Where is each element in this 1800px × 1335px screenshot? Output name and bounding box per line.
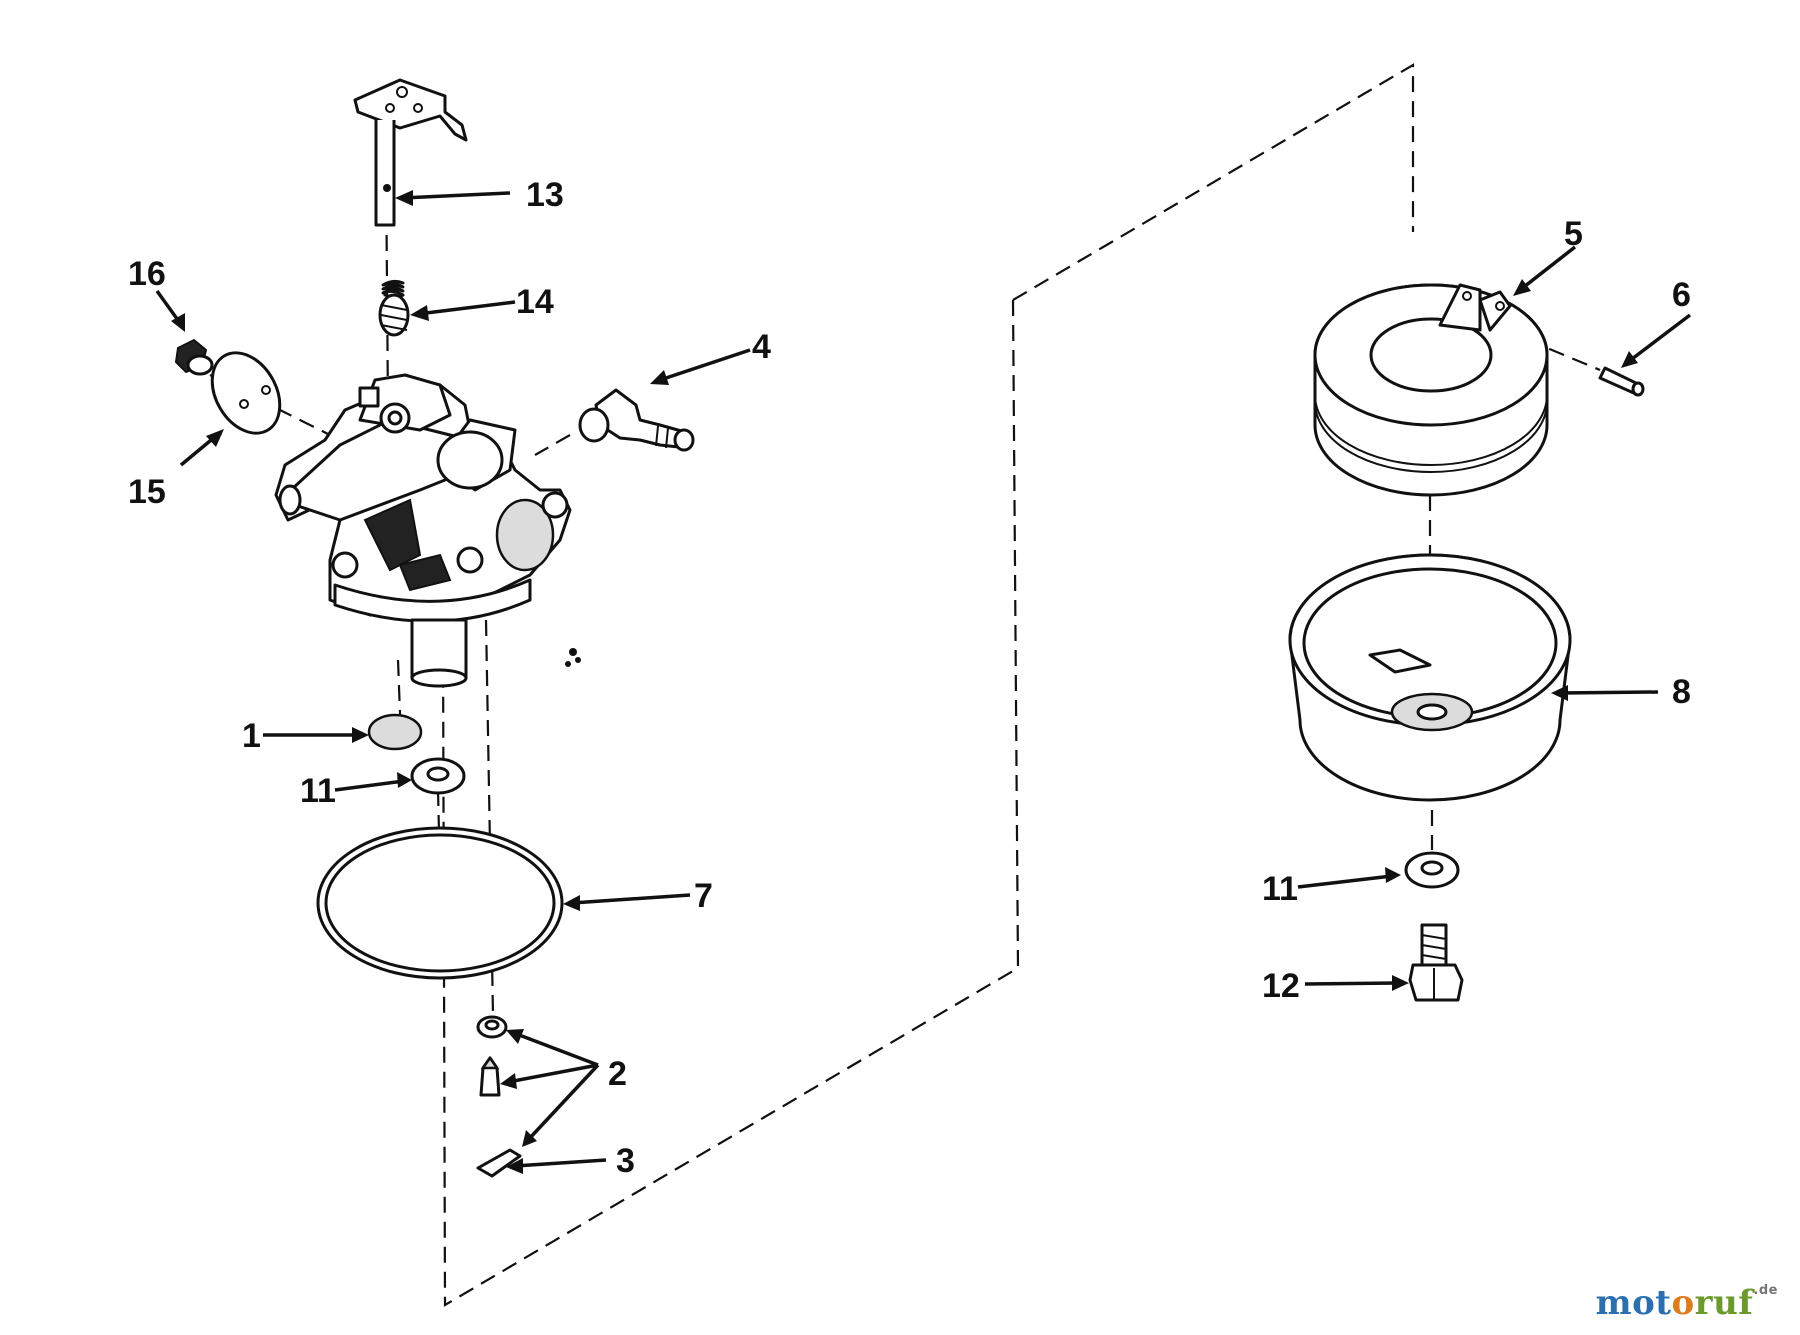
washer-part-11-left <box>410 757 466 795</box>
float-bowl-part-8 <box>1288 553 1572 802</box>
callout-11-left: 11 <box>300 772 336 810</box>
carburetor-body <box>274 373 572 688</box>
watermark-part-c: ruf <box>1694 1283 1754 1323</box>
o-ring-part-7 <box>316 826 564 980</box>
speck-mark <box>565 648 581 667</box>
watermark-suffix: .de <box>1753 1283 1778 1298</box>
screw-part-16 <box>174 338 214 376</box>
callout-4: 4 <box>752 328 771 366</box>
washer-part-11-right <box>1404 851 1460 889</box>
throttle-shaft-part-13 <box>353 78 468 227</box>
watermark-logo: motoruf.de <box>1596 1283 1778 1323</box>
callout-6: 6 <box>1672 276 1691 314</box>
callout-13: 13 <box>526 176 564 214</box>
bolt-part-12 <box>1408 923 1464 1002</box>
callout-14: 14 <box>516 283 554 321</box>
boundary-panel <box>441 63 1415 1307</box>
callout-11-right: 11 <box>1262 870 1298 908</box>
disc-part-15 <box>210 351 282 435</box>
clip-part-3 <box>476 1148 522 1178</box>
callout-1: 1 <box>242 717 261 755</box>
callout-15: 15 <box>128 473 166 511</box>
callout-3: 3 <box>616 1142 635 1180</box>
watermark-part-a: mot <box>1595 1283 1672 1323</box>
callout-16: 16 <box>128 255 166 293</box>
callout-leaders <box>155 190 1692 1174</box>
callout-8: 8 <box>1672 673 1691 711</box>
needle-seat-part-2 <box>476 1015 508 1097</box>
elbow-fitting-part-4 <box>578 388 695 452</box>
callout-12: 12 <box>1262 967 1300 1005</box>
float-part-5 <box>1313 283 1549 497</box>
pin-part-6 <box>1598 366 1645 397</box>
callout-5: 5 <box>1564 215 1583 253</box>
callout-2: 2 <box>608 1055 627 1093</box>
callout-7: 7 <box>694 877 713 915</box>
watermark-part-b: o <box>1671 1283 1695 1323</box>
plug-part-1 <box>367 713 423 751</box>
spring-part-14 <box>378 279 410 337</box>
